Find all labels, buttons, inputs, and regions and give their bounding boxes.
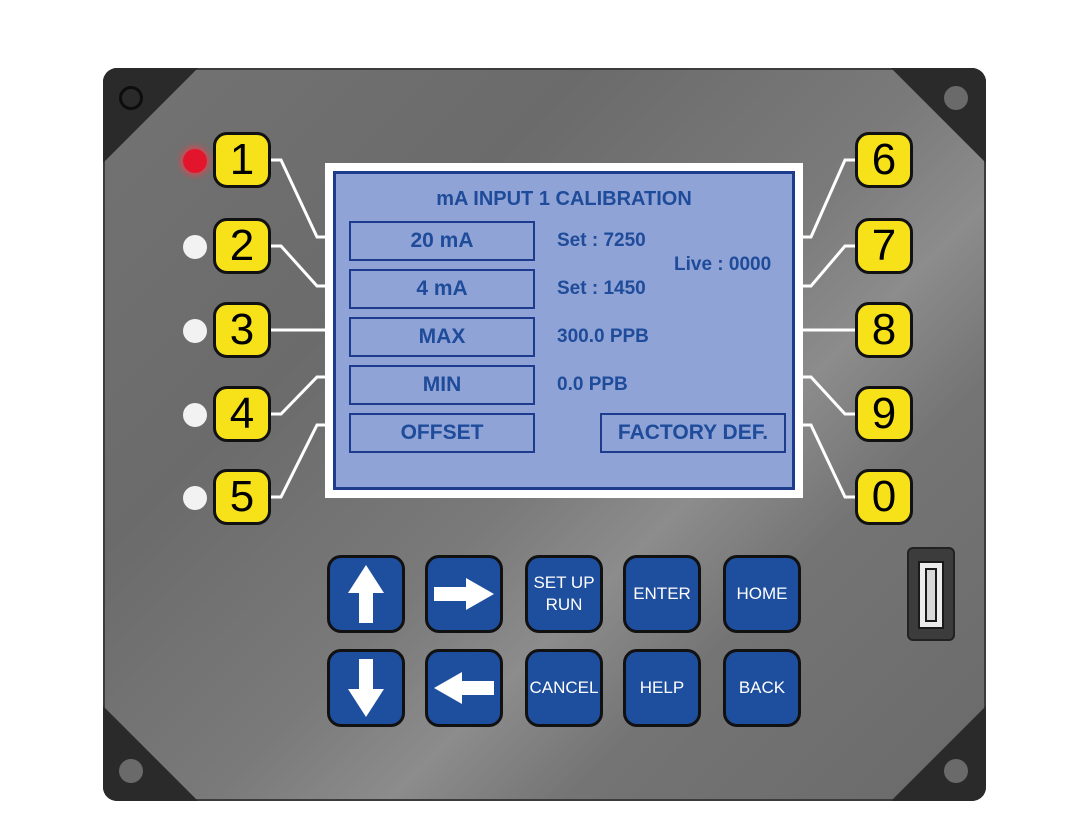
mounting-screw-icon xyxy=(944,759,968,783)
back-button[interactable]: BACK xyxy=(723,649,801,727)
cancel-button[interactable]: CANCEL xyxy=(525,649,603,727)
soft-key-3[interactable]: 3 xyxy=(213,302,271,358)
connector-line-2 xyxy=(271,244,327,288)
factory-default-button[interactable]: FACTORY DEF. xyxy=(600,413,786,453)
connector-line-4 xyxy=(271,375,327,416)
screen-title: mA INPUT 1 CALIBRATION xyxy=(436,188,692,210)
up-arrow-button[interactable] xyxy=(327,555,405,633)
value-4ma-set: Set : 1450 xyxy=(557,278,646,299)
connector-line-7 xyxy=(801,244,855,288)
menu-button-20ma[interactable]: 20 mA xyxy=(349,221,535,261)
connector-line-1 xyxy=(271,158,327,239)
mounting-screw-icon xyxy=(119,759,143,783)
left-arrow-button[interactable] xyxy=(425,649,503,727)
value-min: 0.0 PPB xyxy=(557,374,628,395)
soft-key-4[interactable]: 4 xyxy=(213,386,271,442)
usb-port-icon[interactable] xyxy=(907,547,955,641)
connector-line-6 xyxy=(801,158,855,239)
soft-key-7[interactable]: 7 xyxy=(855,218,913,274)
soft-key-8[interactable]: 8 xyxy=(855,302,913,358)
connector-line-5 xyxy=(271,423,327,499)
corner-bracket-bottom-right xyxy=(891,706,986,801)
connector-line-0 xyxy=(801,423,855,499)
menu-button-offset[interactable]: OFFSET xyxy=(349,413,535,453)
right-arrow-button[interactable] xyxy=(425,555,503,633)
mounting-screw-icon xyxy=(944,86,968,110)
status-led-3 xyxy=(183,319,207,343)
corner-bracket-bottom-left xyxy=(103,706,198,801)
menu-button-max[interactable]: MAX xyxy=(349,317,535,357)
live-reading: Live : 0000 xyxy=(674,254,772,275)
soft-key-5[interactable]: 5 xyxy=(213,469,271,525)
connector-line-9 xyxy=(801,375,855,416)
arrow-down-icon xyxy=(348,659,384,717)
home-button[interactable]: HOME xyxy=(723,555,801,633)
soft-key-9[interactable]: 9 xyxy=(855,386,913,442)
value-max: 300.0 PPB xyxy=(557,326,649,347)
help-button[interactable]: HELP xyxy=(623,649,701,727)
down-arrow-button[interactable] xyxy=(327,649,405,727)
value-20ma-set: Set : 7250 xyxy=(557,230,646,251)
corner-bracket-top-left xyxy=(103,68,198,163)
status-led-5 xyxy=(183,486,207,510)
status-led-1 xyxy=(183,149,207,173)
soft-key-2[interactable]: 2 xyxy=(213,218,271,274)
usb-socket xyxy=(918,561,944,629)
menu-button-min[interactable]: MIN xyxy=(349,365,535,405)
mounting-hole-icon xyxy=(119,86,143,110)
usb-connector-tongue xyxy=(925,568,937,622)
status-led-2 xyxy=(183,235,207,259)
arrow-right-icon xyxy=(434,578,494,610)
status-led-4 xyxy=(183,403,207,427)
arrow-left-icon xyxy=(434,672,494,704)
arrow-up-icon xyxy=(348,565,384,623)
soft-key-6[interactable]: 6 xyxy=(855,132,913,188)
lcd-screen: mA INPUT 1 CALIBRATION 20 mA Set : 7250 … xyxy=(333,171,795,490)
enter-button[interactable]: ENTER xyxy=(623,555,701,633)
setup-run-button[interactable]: SET UP RUN xyxy=(525,555,603,633)
soft-key-1[interactable]: 1 xyxy=(213,132,271,188)
soft-key-0[interactable]: 0 xyxy=(855,469,913,525)
menu-button-4ma[interactable]: 4 mA xyxy=(349,269,535,309)
